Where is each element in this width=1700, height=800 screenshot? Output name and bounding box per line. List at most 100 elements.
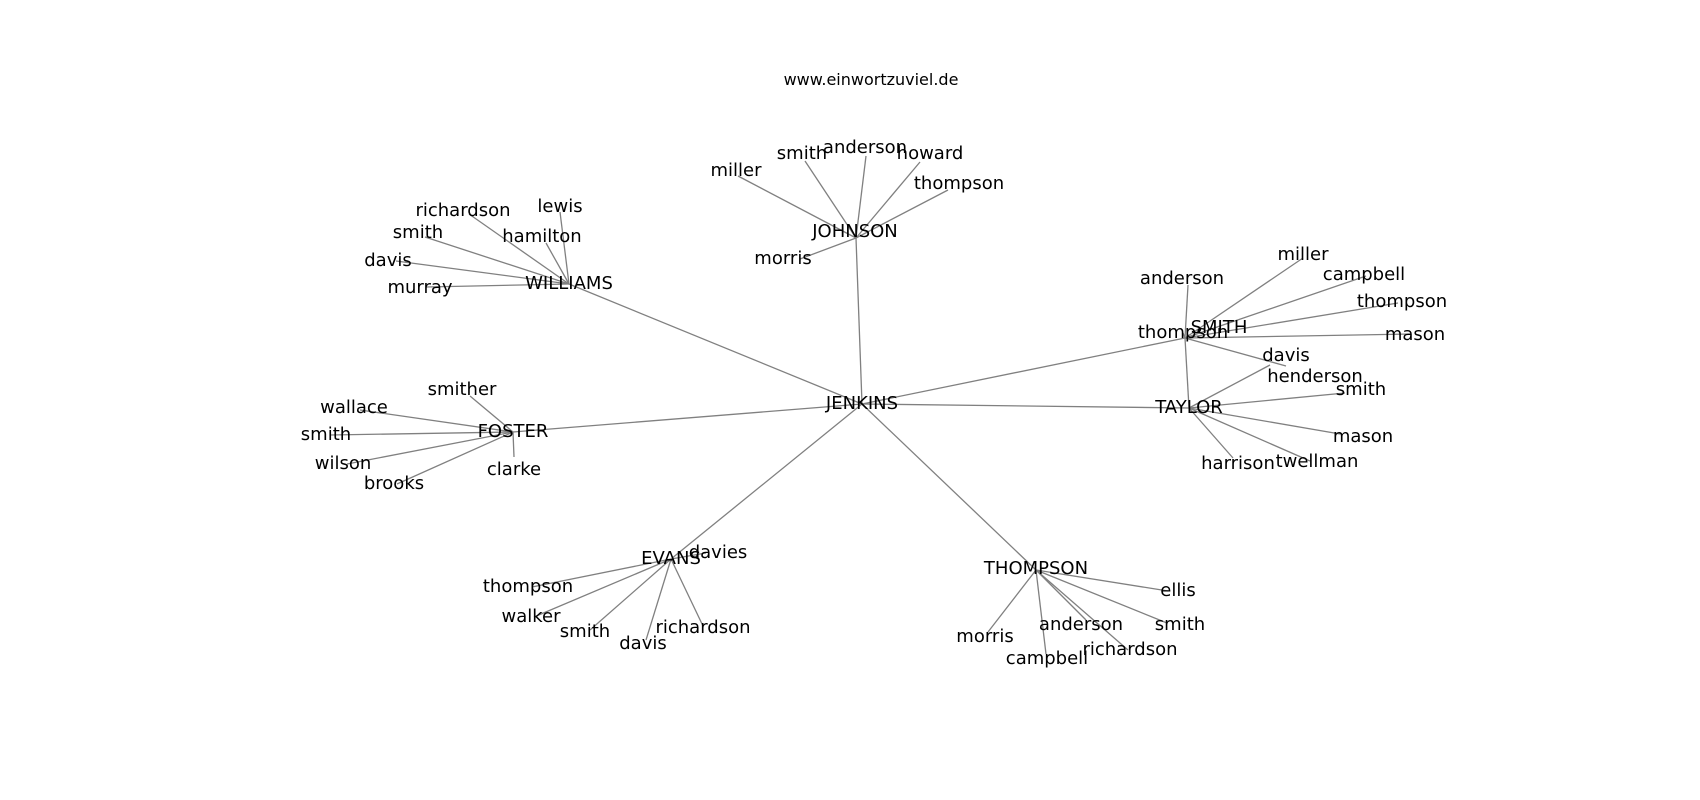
node-label-fo-clarke: clarke	[487, 459, 541, 480]
node-label-ev-thompson: thompson	[483, 576, 573, 597]
node-label-sm-davis: davis	[1262, 345, 1310, 366]
edge-williams-wi_davis	[395, 260, 570, 285]
node-label-fo-wilson: wilson	[315, 453, 372, 474]
edge-smith_hub-sm_thompson_r	[1184, 302, 1399, 339]
node-label-jo-anderson: anderson	[823, 137, 907, 158]
node-label-thompson-hub: THOMPSON	[983, 558, 1088, 579]
node-label-wi-davis: davis	[364, 250, 412, 271]
edge-williams-wi_hamilton	[545, 242, 570, 285]
node-label-sm-mason: mason	[1385, 324, 1445, 345]
node-label-fo-smither: smither	[428, 379, 497, 400]
node-label-evans: EVANS	[641, 548, 701, 569]
node-label-sm-anderson: anderson	[1140, 268, 1224, 289]
node-label-fo-wallace: wallace	[320, 397, 388, 418]
edge-taylor-ta_twellman	[1188, 407, 1311, 462]
edge-johnson-jo_thompson	[855, 189, 949, 239]
node-label-ta-mason: mason	[1333, 426, 1393, 447]
edge-foster-fo_smith	[329, 431, 514, 436]
node-label-ev-smith: smith	[560, 621, 610, 642]
edge-jenkins-thompson_hub	[861, 403, 1037, 571]
node-label-smith-hub: SMITH	[1191, 317, 1248, 338]
node-label-jo-thompson: thompson	[914, 173, 1004, 194]
edge-thompson_hub-th_campbell	[1035, 569, 1047, 655]
edge-jenkins-evans	[670, 403, 863, 560]
site-title: www.einwortzuviel.de	[783, 70, 959, 89]
node-label-wi-murray: murray	[387, 277, 452, 298]
edge-johnson-jo_anderson	[855, 155, 867, 239]
edge-jenkins-taylor	[861, 403, 1190, 409]
edge-thompson_hub-th_richardson	[1035, 569, 1129, 651]
node-label-wi-richardson: richardson	[415, 200, 510, 221]
edge-taylor-ta_henderson	[1188, 364, 1271, 409]
edge-williams-wi_lewis	[559, 211, 570, 285]
edge-jenkins-johnson	[855, 237, 863, 405]
node-label-williams: WILLIAMS	[525, 273, 613, 294]
node-label-wi-hamilton: hamilton	[502, 226, 581, 247]
edge-jenkins-foster	[512, 403, 863, 433]
edge-foster-fo_brooks	[396, 431, 514, 485]
edge-johnson-jo_morris	[799, 237, 857, 260]
edge-smith_hub-sm_anderson	[1184, 284, 1189, 339]
node-label-th-richardson: richardson	[1082, 639, 1177, 660]
node-label-ev-davies: davies	[689, 542, 748, 563]
node-label-ta-harrison: harrison	[1201, 453, 1275, 474]
node-label-fo-brooks: brooks	[364, 473, 424, 494]
node-label-ev-davis: davis	[619, 633, 667, 654]
graph-labels: JENKINS JOHNSON WILLIAMS SMITH TAYLOR FOSTER E…	[301, 137, 1447, 669]
node-label-foster: FOSTER	[478, 421, 549, 442]
edge-foster-fo_wallace	[359, 409, 514, 433]
edge-williams-wi_smith	[424, 236, 570, 285]
node-label-th-morris: morris	[956, 626, 1013, 647]
node-label-sm-thompson-l: thompson	[1138, 322, 1228, 343]
node-label-jo-morris: morris	[754, 248, 811, 269]
edge-johnson-jo_howard	[855, 161, 921, 239]
node-label-fo-smith: smith	[301, 424, 351, 445]
node-label-th-ellis: ellis	[1160, 580, 1195, 601]
node-label-jenkins: JENKINS	[825, 393, 898, 414]
edge-foster-fo_smither	[469, 395, 514, 433]
node-label-wi-smith: smith	[393, 222, 443, 243]
edge-williams-wi_murray	[425, 283, 570, 288]
edge-foster-fo_clarke	[512, 431, 515, 458]
node-label-sm-campbell: campbell	[1323, 264, 1405, 285]
edge-evans-ev_richardson	[670, 558, 704, 627]
edge-taylor-ta_harrison	[1188, 407, 1234, 459]
edge-smith_hub-sm_miller	[1184, 257, 1304, 339]
edge-evans-ev_smith	[589, 558, 672, 631]
edge-smith_hub-sm_campbell	[1184, 275, 1367, 339]
edge-johnson-jo_miller	[737, 175, 857, 239]
edge-smith_hub-taylor	[1184, 337, 1190, 409]
edge-thompson_hub-th_smith	[1035, 569, 1168, 624]
node-label-jo-howard: howard	[897, 143, 964, 164]
node-label-ev-richardson: richardson	[655, 617, 750, 638]
edge-taylor-ta_smith	[1188, 392, 1346, 409]
edge-thompson_hub-th_morris	[987, 569, 1037, 633]
edge-taylor-ta_mason	[1188, 407, 1341, 435]
node-label-ta-henderson: henderson	[1267, 366, 1363, 387]
node-label-johnson: JOHNSON	[811, 221, 898, 242]
node-label-sm-thompson-r: thompson	[1357, 291, 1447, 312]
node-label-wi-lewis: lewis	[537, 196, 582, 217]
edge-smith_hub-sm_mason	[1184, 333, 1411, 339]
edge-smith_hub-sm_davis	[1184, 337, 1287, 367]
edge-johnson-jo_smith	[804, 160, 857, 239]
edge-williams-wi_richardson	[468, 213, 570, 285]
node-label-ev-walker: walker	[501, 606, 561, 627]
edge-jenkins-williams	[568, 283, 863, 405]
node-label-ta-smith: smith	[1336, 379, 1386, 400]
node-label-sm-miller: miller	[1277, 244, 1329, 265]
node-label-jo-miller: miller	[710, 160, 762, 181]
edge-evans-ev_davies	[670, 552, 707, 560]
edge-foster-fo_wilson	[346, 431, 514, 465]
node-label-th-smith: smith	[1155, 614, 1205, 635]
node-label-ta-twellman: twellman	[1276, 451, 1359, 472]
node-label-taylor: TAYLOR	[1154, 397, 1223, 418]
edge-jenkins-smith_hub	[861, 337, 1186, 405]
edge-evans-ev_davis	[645, 558, 672, 641]
edge-smith_hub-sm_thompson_l	[1182, 332, 1186, 339]
edge-thompson_hub-th_ellis	[1035, 569, 1169, 592]
node-label-jo-smith: smith	[777, 143, 827, 164]
edge-evans-ev_thompson	[531, 558, 672, 588]
edge-evans-ev_walker	[533, 558, 672, 618]
